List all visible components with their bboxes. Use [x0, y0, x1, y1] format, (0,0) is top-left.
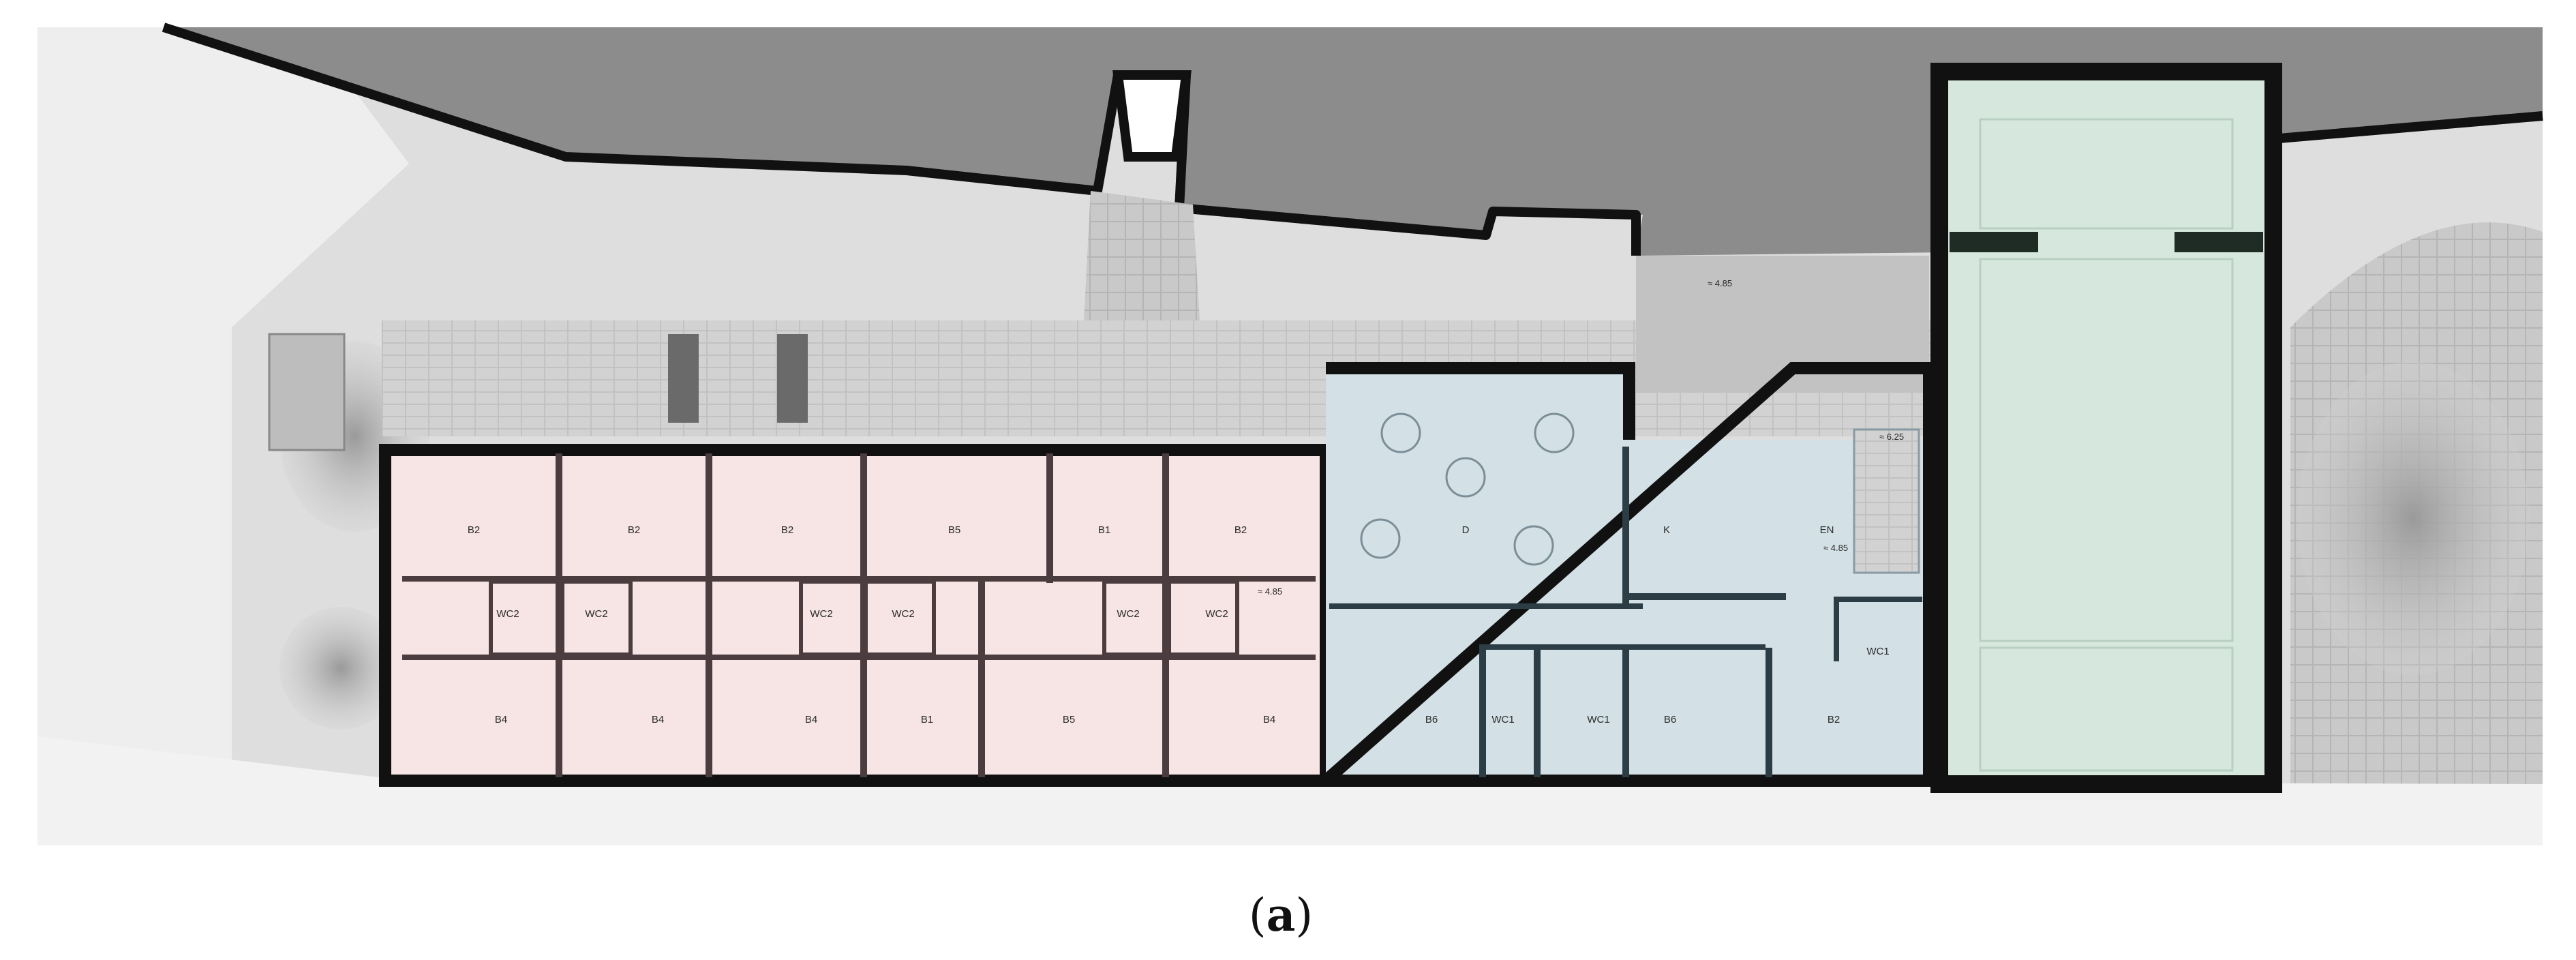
west-planter [268, 333, 346, 451]
room-label-b2-5: B2 [1828, 714, 1840, 725]
room-label-dining: D [1462, 524, 1470, 536]
room-label-wc2-3: WC2 [810, 608, 832, 620]
bench-2 [777, 334, 808, 423]
room-label-b2-2: B2 [628, 524, 640, 536]
east-hall-pilasters [1950, 232, 2263, 252]
room-label-wc2-2: WC2 [585, 608, 607, 620]
room-label-wc1-east: WC1 [1866, 646, 1889, 657]
west-wing [385, 450, 1326, 781]
room-label-wc1-2: WC1 [1587, 714, 1609, 725]
room-label-b1-1: B1 [1098, 524, 1110, 536]
room-label-b5-2: B5 [1063, 714, 1075, 725]
tree-west-2 [279, 607, 402, 730]
caption-close: ) [1295, 889, 1313, 942]
level-mark-stair: ≈ 6.25 [1879, 432, 1904, 442]
room-label-b4-3: B4 [805, 714, 817, 725]
level-mark-west-wing: ≈ 4.85 [1258, 586, 1282, 597]
room-label-wc2-1: WC2 [496, 608, 519, 620]
room-label-entrance: EN [1820, 524, 1834, 536]
south-strip [37, 736, 2543, 845]
room-label-b5-1: B5 [948, 524, 960, 536]
dining-tables [1360, 412, 1575, 566]
room-label-wc1-1: WC1 [1491, 714, 1514, 725]
room-label-b2-3: B2 [781, 524, 793, 536]
room-label-wc2-4: WC2 [892, 608, 914, 620]
room-label-wc2-5: WC2 [1117, 608, 1139, 620]
rock-edge-east [2262, 111, 2543, 145]
caption-letter: a [1267, 888, 1296, 942]
caption-open: ( [1249, 889, 1267, 942]
room-label-b4-2: B4 [652, 714, 664, 725]
stair-tower [1112, 70, 1192, 162]
room-label-b2-1: B2 [468, 524, 480, 536]
room-label-b2-4: B2 [1234, 524, 1247, 536]
room-label-b4-4: B4 [1263, 714, 1275, 725]
level-mark-terrace: ≈ 4.85 [1708, 278, 1732, 288]
stair-block [1853, 428, 1920, 574]
figure-caption: (a) [1249, 888, 1313, 942]
east-hall [1939, 72, 2273, 784]
living-wing-wall [1309, 362, 1935, 787]
room-label-b1-2: B1 [921, 714, 933, 725]
room-label-b6-2: B6 [1664, 714, 1676, 725]
bench-1 [668, 334, 699, 423]
living-partitions [1329, 447, 1922, 777]
room-label-kitchen: K [1663, 524, 1670, 536]
ramp [1084, 191, 1200, 320]
room-label-b6-1: B6 [1425, 714, 1438, 725]
tree-east [2297, 361, 2529, 675]
room-label-b4-1: B4 [495, 714, 507, 725]
east-hall-wall [1930, 63, 2282, 793]
east-hall-panels [1979, 118, 2234, 772]
level-mark-entrance: ≈ 4.85 [1823, 543, 1848, 553]
room-label-wc2-6: WC2 [1205, 608, 1228, 620]
west-garden [37, 27, 409, 845]
west-wing-wc-blocks [489, 580, 1239, 657]
